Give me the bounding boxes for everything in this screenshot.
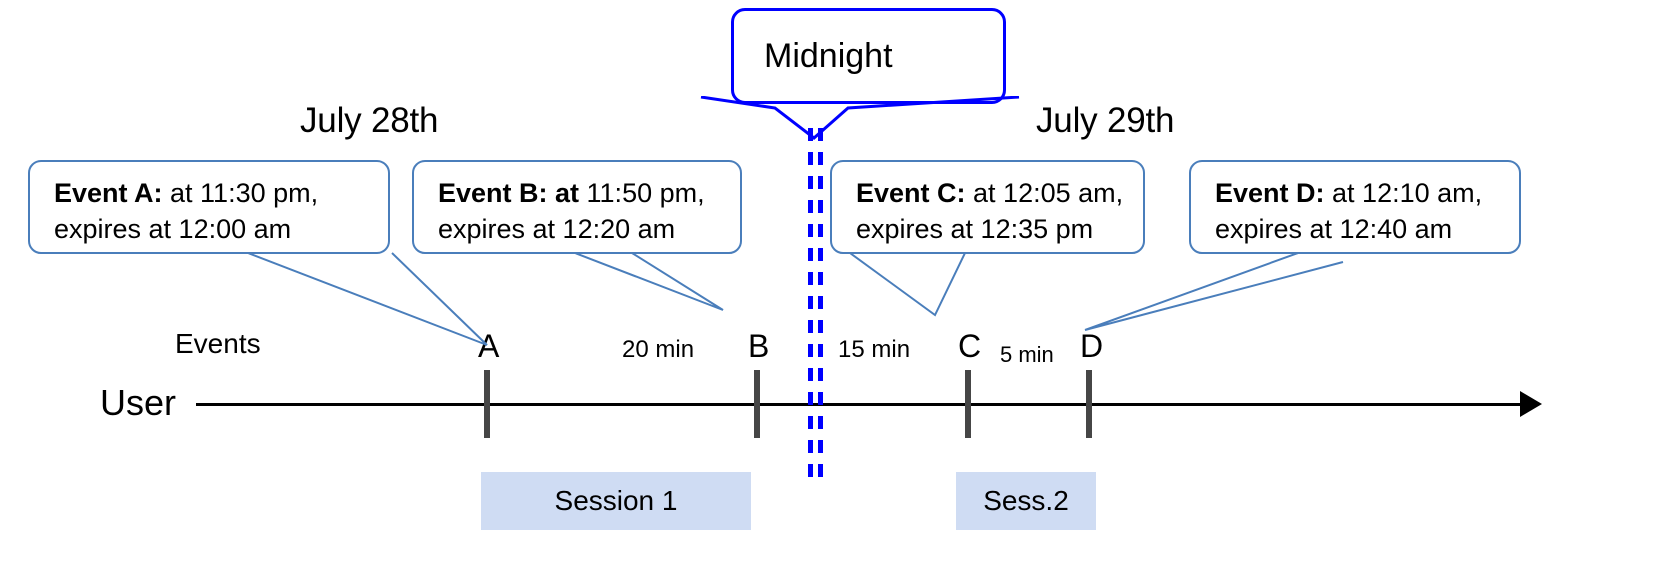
event-callout-b-line1: Event B: at 11:50 pm, (438, 176, 740, 212)
midnight-callout-label: Midnight (764, 36, 893, 75)
event-tick-a (484, 370, 490, 438)
event-tick-label-b: B (748, 328, 770, 364)
event-callout-a-title: Event A: (54, 178, 163, 208)
event-tick-b (754, 370, 760, 438)
event-callout-d-time: at 12:10 am, (1324, 178, 1483, 208)
session-box-1-label: Session 1 (554, 485, 678, 516)
date-label-july-28: July 28th (300, 101, 439, 140)
user-row-label: User (100, 382, 177, 423)
event-callout-b: Event B: at 11:50 pm, expires at 12:20 a… (412, 160, 742, 254)
midnight-divider-line-left (808, 128, 813, 480)
midnight-divider-line-right (818, 128, 823, 480)
event-tick-label-d: D (1080, 328, 1104, 364)
event-callout-c-line1: Event C: at 12:05 am, (856, 176, 1143, 212)
event-callout-a-line1: Event A: at 11:30 pm, (54, 176, 388, 212)
event-callout-c-title: Event C: (856, 178, 966, 208)
event-callout-d-title: Event D: (1215, 178, 1325, 208)
interval-label-20-min: 20 min (622, 336, 695, 363)
event-callout-c: Event C: at 12:05 am, expires at 12:35 p… (830, 160, 1145, 254)
event-callout-a-line2: expires at 12:00 am (54, 213, 292, 244)
event-callout-a: Event A: at 11:30 pm, expires at 12:00 a… (28, 160, 390, 254)
event-callout-d: Event D: at 12:10 am, expires at 12:40 a… (1189, 160, 1521, 254)
timeline-axis (196, 403, 1526, 406)
interval-label-15-min: 15 min (838, 336, 911, 363)
session-box-2: Sess.2 (956, 472, 1096, 530)
timeline-arrow-icon (1520, 391, 1542, 417)
date-label-july-29: July 29th (1036, 101, 1175, 140)
event-tick-label-a: A (478, 328, 500, 364)
event-callout-b-line2: expires at 12:20 am (438, 213, 676, 244)
event-callout-b-time: 11:50 pm, (579, 178, 705, 208)
event-callout-c-line2: expires at 12:35 pm (856, 213, 1094, 244)
event-callout-b-title: Event B: at (438, 178, 580, 208)
event-callout-d-line1: Event D: at 12:10 am, (1215, 176, 1519, 212)
events-row-label: Events (175, 328, 261, 359)
event-callout-a-time: at 11:30 pm, (162, 178, 319, 208)
interval-label-5-min: 5 min (1000, 342, 1054, 367)
event-callout-c-time: at 12:05 am, (965, 178, 1124, 208)
session-box-2-label: Sess.2 (983, 485, 1069, 516)
event-tick-d (1086, 370, 1092, 438)
session-box-1: Session 1 (481, 472, 751, 530)
event-tick-c (965, 370, 971, 438)
event-tick-label-c: C (958, 328, 982, 364)
midnight-callout: Midnight (731, 8, 1006, 104)
event-callout-d-line2: expires at 12:40 am (1215, 213, 1453, 244)
